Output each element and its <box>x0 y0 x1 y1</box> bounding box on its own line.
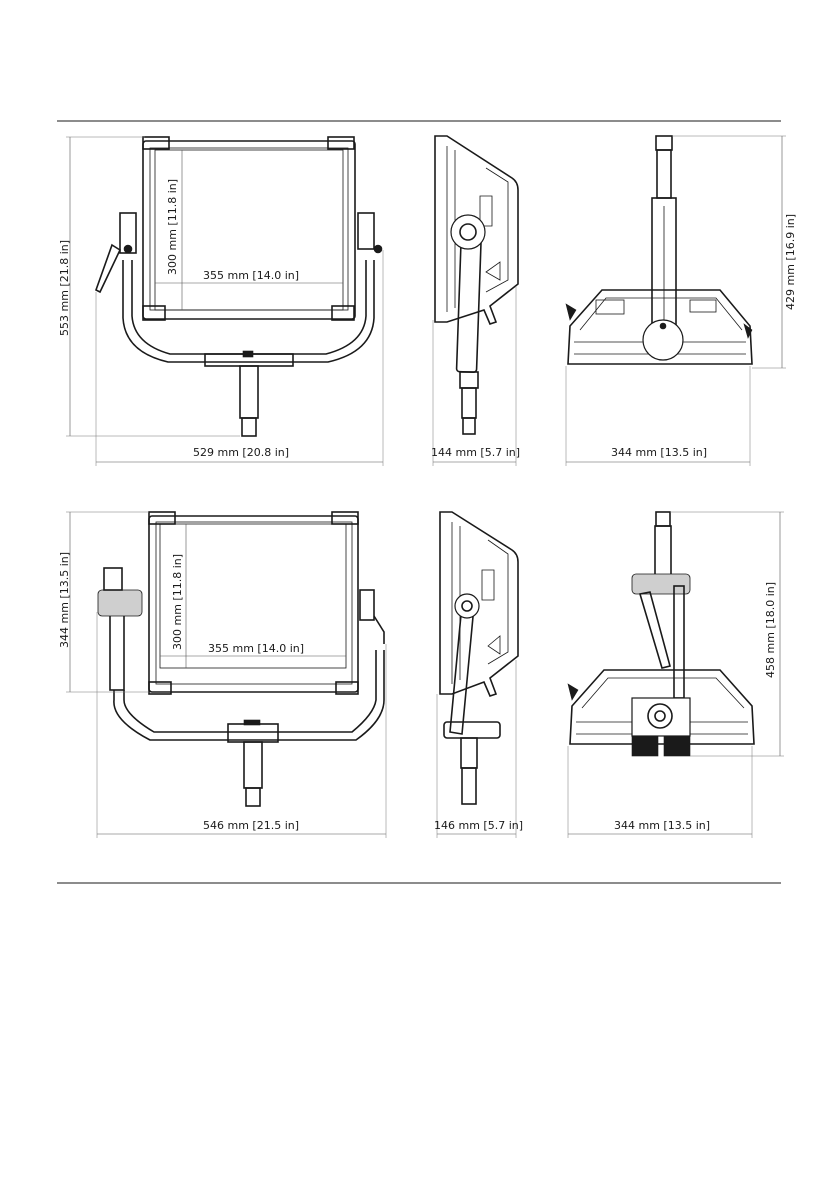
bottom-rear-view <box>568 512 784 838</box>
bottom-side-depth-label: 146 mm [5.7 in] <box>434 819 523 832</box>
top-front-view <box>66 137 383 466</box>
bottom-rear-width-label: 344 mm [13.5 in] <box>614 819 710 832</box>
top-front-overall-height-label: 553 mm [21.8 in] <box>58 240 71 336</box>
top-front-inner-height-label: 300 mm [11.8 in] <box>166 179 179 275</box>
top-side-view <box>433 136 518 466</box>
bottom-front-overall-width-label: 546 mm [21.5 in] <box>203 819 299 832</box>
top-rear-height-label: 429 mm [16.9 in] <box>784 214 797 310</box>
bottom-front-overall-height-label: 344 mm [13.5 in] <box>58 552 71 648</box>
bottom-rear-height-label: 458 mm [18.0 in] <box>764 582 777 678</box>
top-rear-view <box>566 136 786 466</box>
top-front-overall-width-label: 529 mm [20.8 in] <box>193 446 289 459</box>
top-side-depth-label: 144 mm [5.7 in] <box>431 446 520 459</box>
bottom-front-view <box>66 512 386 838</box>
top-front-inner-width-label: 355 mm [14.0 in] <box>203 269 299 282</box>
bottom-front-inner-height-label: 300 mm [11.8 in] <box>171 554 184 650</box>
top-rear-width-label: 344 mm [13.5 in] <box>611 446 707 459</box>
bottom-side-view <box>437 512 518 838</box>
bottom-front-inner-width-label: 355 mm [14.0 in] <box>208 642 304 655</box>
